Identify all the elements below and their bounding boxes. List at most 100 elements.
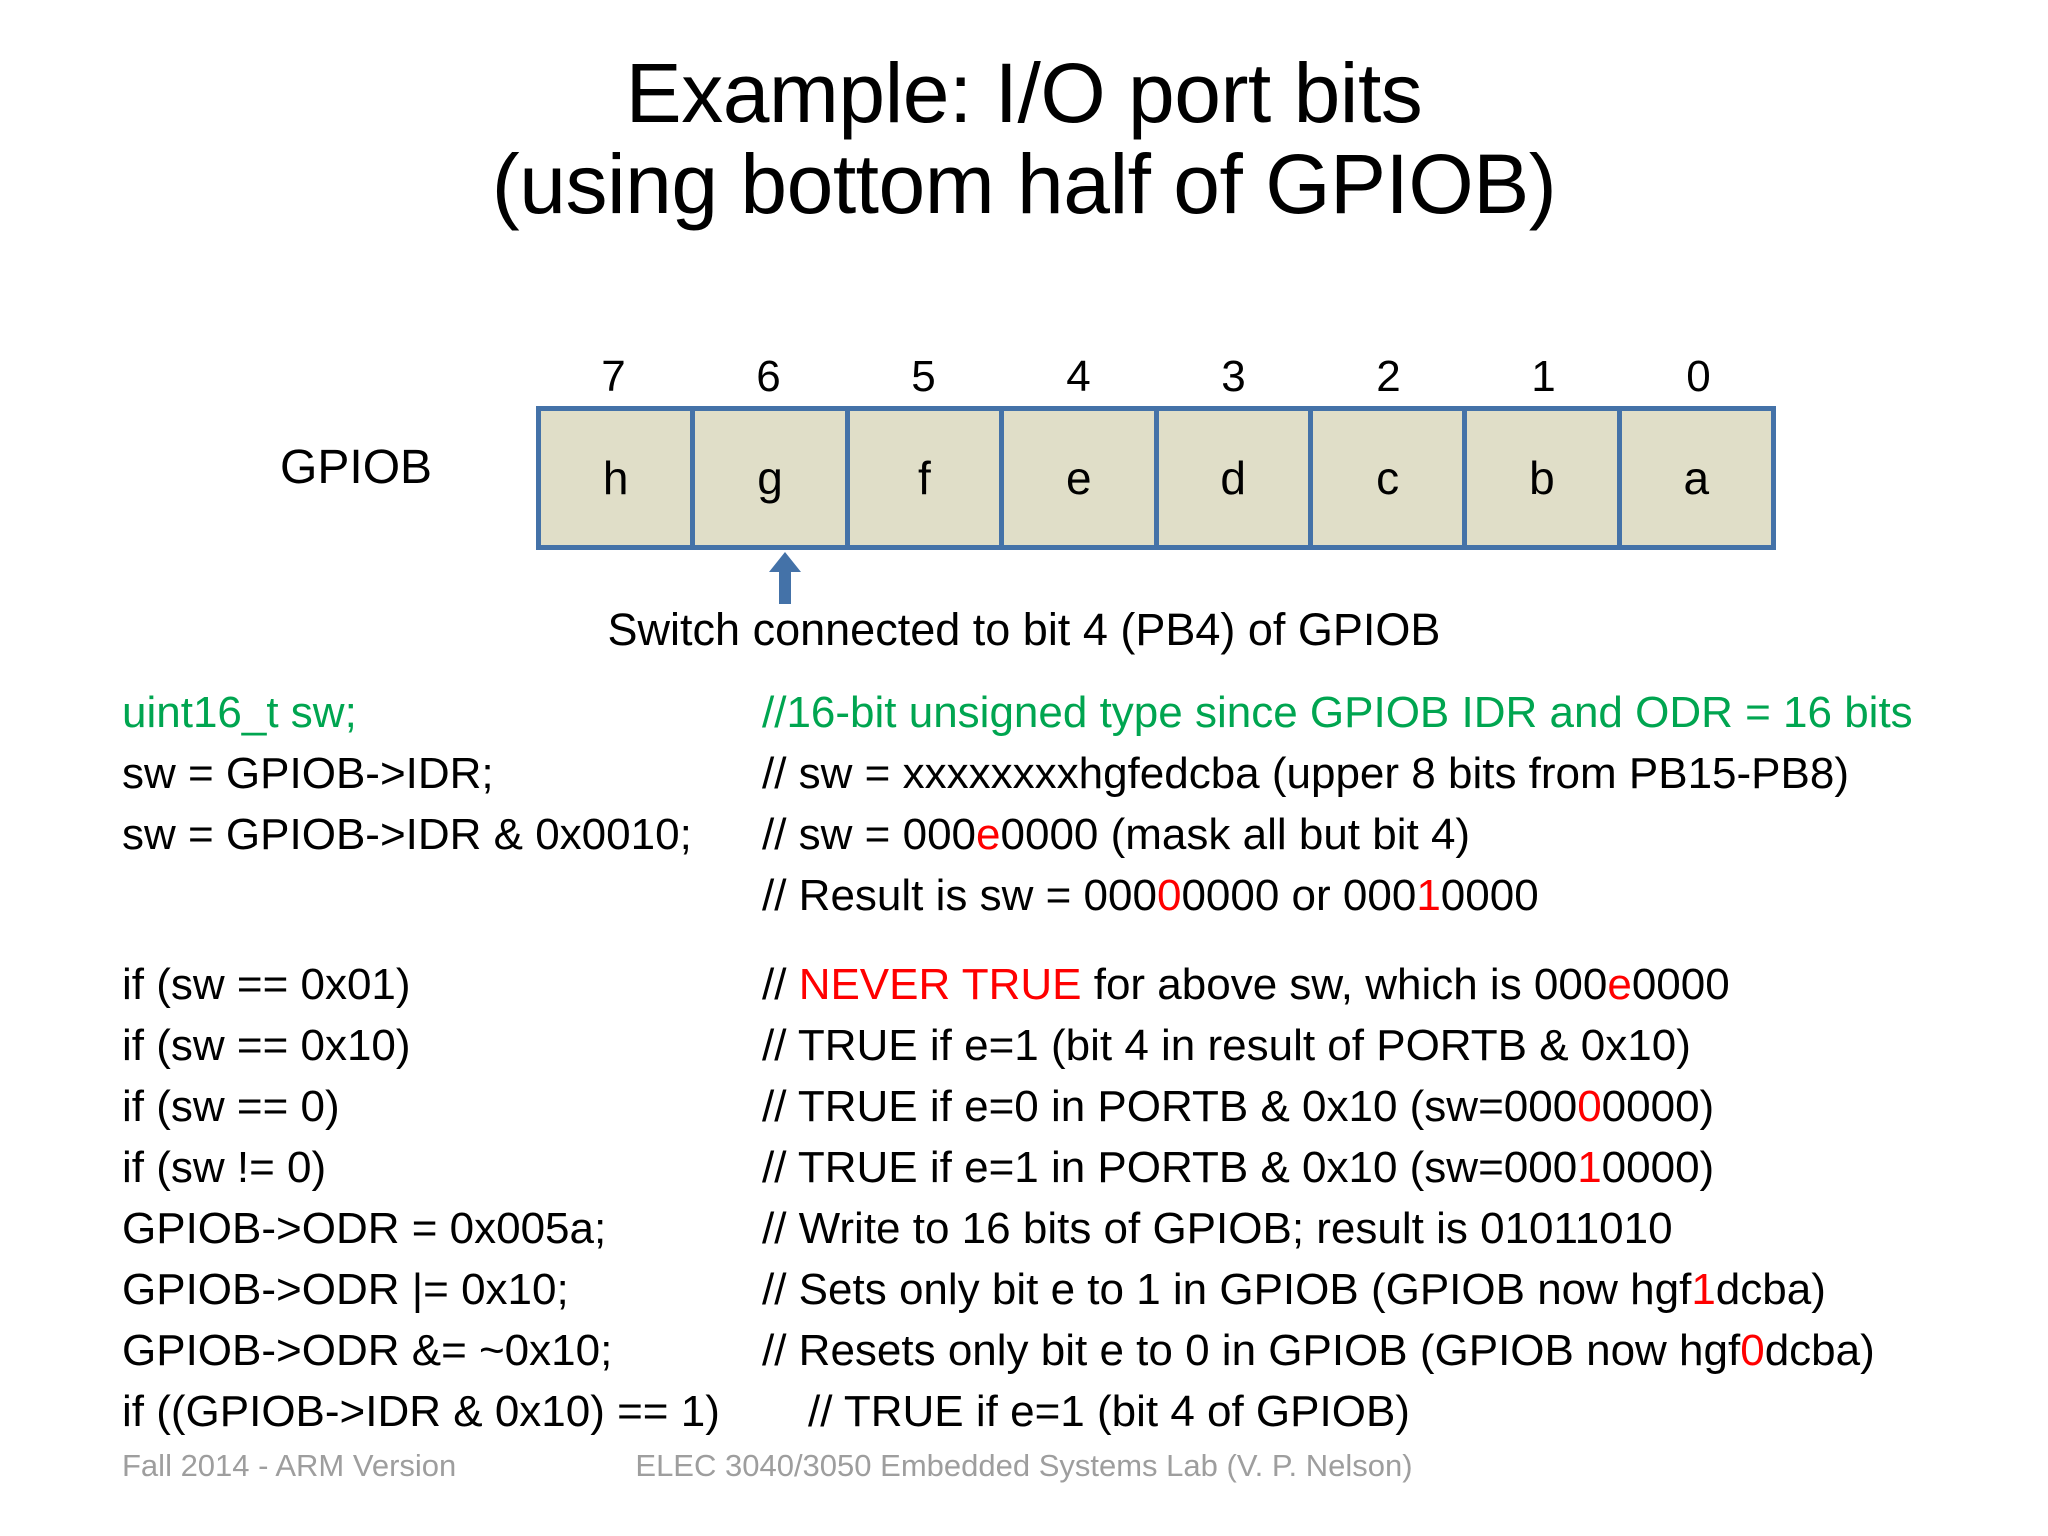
bit-number: 6 [756, 352, 781, 401]
bit-cell: a [1621, 411, 1771, 545]
code-spacer [122, 932, 1982, 960]
code-comment: //16-bit unsigned type since GPIOB IDR a… [762, 688, 1982, 738]
code-text-run: if (sw == 0) [122, 1082, 340, 1131]
code-comment: // TRUE if e=0 in PORTB & 0x10 (sw=00000… [762, 1082, 1982, 1132]
bit-cell: f [849, 411, 1005, 545]
code-text-run: if (sw != 0) [122, 1143, 327, 1192]
bit-number: 4 [1066, 352, 1091, 401]
code-row: if (sw == 0x01) // NEVER TRUE for above … [122, 960, 1982, 1021]
code-text-run: // TRUE if e=1 (bit 4 of GPIOB) [808, 1387, 1410, 1436]
code-text-run: 0 [1156, 871, 1182, 920]
title-line-1: Example: I/O port bits [625, 46, 1423, 140]
code-text-run: // Result is sw = 000 [762, 871, 1157, 920]
code-comment: // TRUE if e=1 in PORTB & 0x10 (sw=00010… [762, 1143, 1982, 1193]
code-row: GPIOB->ODR &= ~0x10; // Resets only bit … [122, 1326, 1982, 1387]
code-text-run: // Resets only bit e to 0 in GPIOB (GPIO… [762, 1326, 1741, 1375]
code-text-run: sw = GPIOB->IDR & 0x0010; [122, 810, 692, 859]
arrow-up-icon [769, 552, 801, 604]
bit-cell: e [1004, 411, 1159, 545]
code-statement: GPIOB->ODR = 0x005a; [122, 1204, 762, 1254]
slide-title: Example: I/O port bits (using bottom hal… [0, 48, 2048, 229]
title-line-2: (using bottom half of GPIOB) [491, 136, 1557, 231]
code-row: // Result is sw = 00000000 or 00010000 [122, 871, 1982, 932]
code-text-run: 0000) [1601, 1082, 1715, 1131]
bit-cell: b [1467, 411, 1622, 545]
code-text-run: e [976, 810, 1001, 859]
code-comment: // Write to 16 bits of GPIOB; result is … [762, 1204, 1982, 1254]
bit-number: 7 [601, 352, 626, 401]
code-text-run: uint16_t sw; [122, 688, 357, 737]
code-text-run: dcba) [1764, 1326, 1875, 1375]
code-text-run: GPIOB->ODR = 0x005a; [122, 1204, 607, 1253]
bit-cell: h [541, 411, 696, 545]
code-text-run: // sw = xxxxxxxxhgfedcba (upper 8 bits f… [762, 749, 1850, 798]
code-listing: uint16_t sw; //16-bit unsigned type sinc… [122, 688, 1982, 1448]
code-text-run: //16-bit unsigned type since GPIOB IDR a… [762, 688, 1913, 737]
code-text-run: 0 [1577, 1082, 1602, 1131]
code-statement: if (sw == 0x01) [122, 960, 762, 1010]
code-text-run: sw = GPIOB->IDR; [122, 749, 494, 798]
code-statement: GPIOB->ODR &= ~0x10; [122, 1326, 762, 1376]
code-row: sw = GPIOB->IDR; // sw = xxxxxxxxhgfedcb… [122, 749, 1982, 810]
code-text-run: NEVER TRUE [798, 960, 1082, 1009]
bit-cell: g [695, 411, 850, 545]
code-comment: // NEVER TRUE for above sw, which is 000… [762, 960, 1982, 1010]
code-statement: if (sw == 0) [122, 1082, 762, 1132]
code-statement: if (sw != 0) [122, 1143, 762, 1193]
bit-number: 2 [1376, 352, 1401, 401]
code-text-run: GPIOB->ODR &= ~0x10; [122, 1326, 613, 1375]
code-row: if (sw == 0) // TRUE if e=0 in PORTB & 0… [122, 1082, 1982, 1143]
code-text-run: 0000 [1440, 871, 1539, 920]
code-text-run: 0000 (mask all but bit 4) [1000, 810, 1471, 859]
code-text-run: if (sw == 0x01) [122, 960, 411, 1009]
code-statement: sw = GPIOB->IDR; [122, 749, 762, 799]
code-text-run: 0 [1740, 1326, 1765, 1375]
code-text-run: // [762, 960, 799, 1009]
footer-center: ELEC 3040/3050 Embedded Systems Lab (V. … [635, 1448, 1413, 1483]
code-row: GPIOB->ODR = 0x005a; // Write to 16 bits… [122, 1204, 1982, 1265]
bit-table: h g f e d c b a [536, 406, 1776, 550]
code-statement: uint16_t sw; [122, 688, 762, 738]
bit-cell: d [1158, 411, 1313, 545]
code-comment: // Result is sw = 00000000 or 00010000 [762, 871, 1982, 921]
code-row: if ((GPIOB->IDR & 0x10) == 1) // TRUE if… [122, 1387, 1982, 1448]
code-text-run: dcba) [1715, 1265, 1826, 1314]
code-text-run: 1 [1691, 1265, 1716, 1314]
code-text-run: 0000) [1601, 1143, 1715, 1192]
code-text-run: if ((GPIOB->IDR & 0x10) == 1) [122, 1387, 720, 1436]
footer-left: Fall 2014 - ARM Version [122, 1448, 457, 1483]
code-text-run: 1 [1577, 1143, 1602, 1192]
code-text-run: // TRUE if e=1 (bit 4 in result of PORTB… [762, 1021, 1691, 1070]
code-statement: GPIOB->ODR |= 0x10; [122, 1265, 762, 1315]
code-row: if (sw != 0) // TRUE if e=1 in PORTB & 0… [122, 1143, 1982, 1204]
code-row: if (sw == 0x10) // TRUE if e=1 (bit 4 in… [122, 1021, 1982, 1082]
code-row: sw = GPIOB->IDR & 0x0010; // sw = 000e00… [122, 810, 1982, 871]
bit-number: 3 [1221, 352, 1246, 401]
bit-number-row: 7 6 5 4 3 2 1 0 [536, 352, 1776, 402]
code-text-run: // TRUE if e=1 in PORTB & 0x10 (sw=000 [762, 1143, 1578, 1192]
code-text-run: for above sw, which is 000 [1081, 960, 1608, 1009]
code-comment: // sw = 000e0000 (mask all but bit 4) [762, 810, 1982, 860]
bit-number: 5 [911, 352, 936, 401]
code-comment: // sw = xxxxxxxxhgfedcba (upper 8 bits f… [762, 749, 1982, 799]
code-text-run: // Write to 16 bits of GPIOB; result is … [762, 1204, 1673, 1253]
code-text-run: 0000 or 000 [1181, 871, 1417, 920]
code-text-run: 0000 [1631, 960, 1730, 1009]
switch-caption: Switch connected to bit 4 (PB4) of GPIOB [607, 604, 1441, 655]
code-text-run: // Sets only bit e to 1 in GPIOB (GPIOB … [762, 1265, 1692, 1314]
code-row: uint16_t sw; //16-bit unsigned type sinc… [122, 688, 1982, 749]
bit-number: 1 [1531, 352, 1556, 401]
code-text-run: e [1607, 960, 1632, 1009]
code-text-run: if (sw == 0x10) [122, 1021, 411, 1070]
code-statement: if ((GPIOB->IDR & 0x10) == 1) [122, 1387, 762, 1437]
code-row: GPIOB->ODR |= 0x10; // Sets only bit e t… [122, 1265, 1982, 1326]
code-comment: // Sets only bit e to 1 in GPIOB (GPIOB … [762, 1265, 1982, 1315]
slide-footer: Fall 2014 - ARM Version ELEC 3040/3050 E… [0, 1448, 2048, 1508]
code-comment: // TRUE if e=1 (bit 4 in result of PORTB… [762, 1021, 1982, 1071]
code-statement: sw = GPIOB->IDR & 0x0010; [122, 810, 762, 860]
code-text-run: // TRUE if e=0 in PORTB & 0x10 (sw=000 [762, 1082, 1578, 1131]
bit-number: 0 [1686, 352, 1711, 401]
code-comment: // TRUE if e=1 (bit 4 of GPIOB) [762, 1387, 1982, 1437]
code-text-run: 1 [1416, 871, 1441, 920]
code-comment: // Resets only bit e to 0 in GPIOB (GPIO… [762, 1326, 1982, 1376]
